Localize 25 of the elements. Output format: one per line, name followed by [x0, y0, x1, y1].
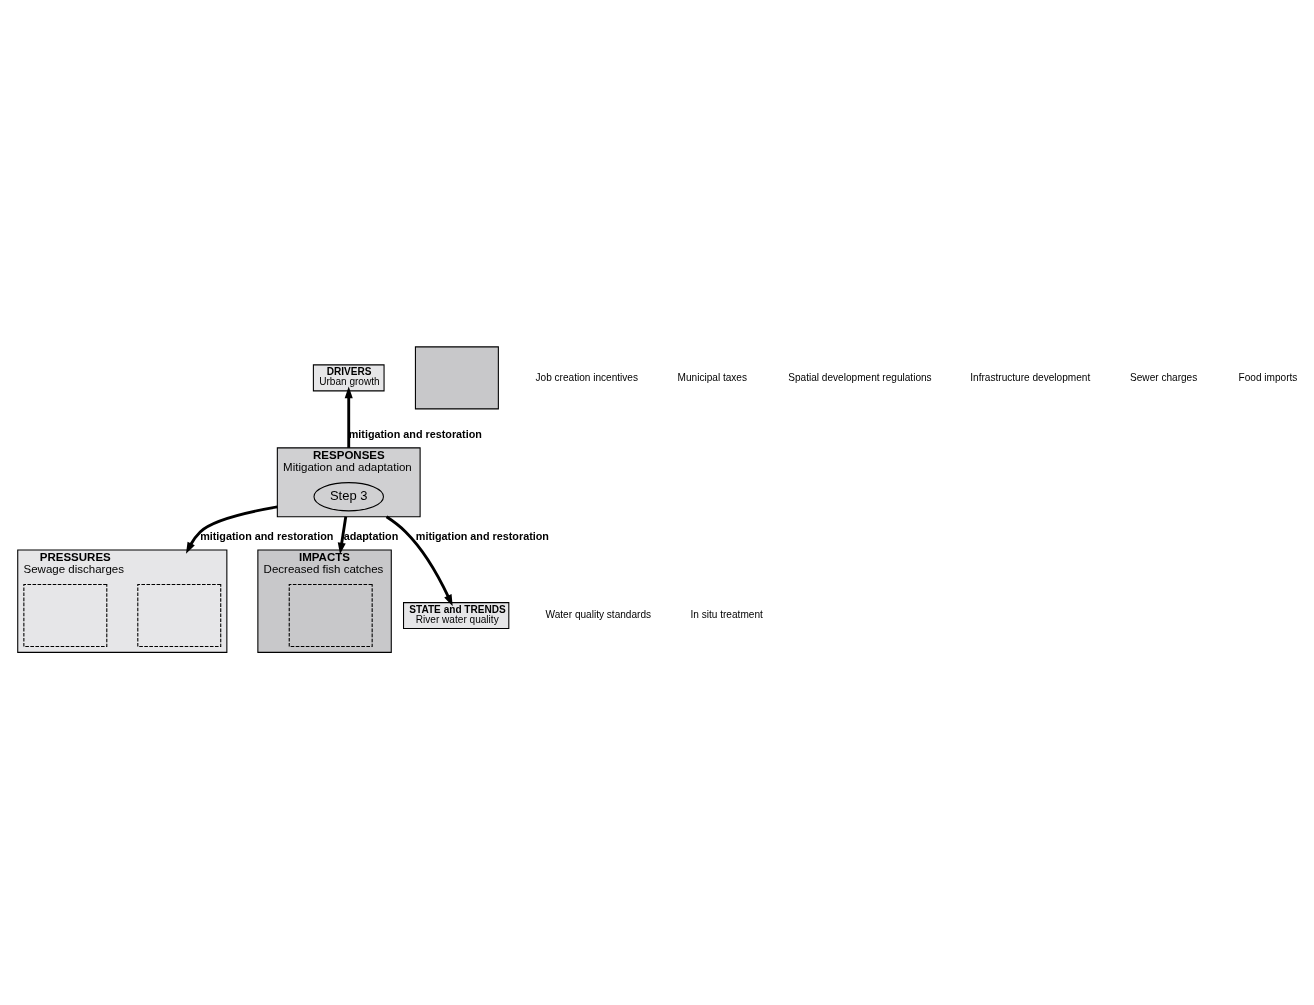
- label: Water quality standards: [545, 609, 652, 621]
- edge-label: mitigation and restoration: [348, 427, 482, 440]
- edge-label: mitigation and restoration: [200, 529, 334, 542]
- node-box: [414, 346, 499, 410]
- label: In situ treatment: [690, 609, 763, 621]
- node-ellipse: Step 3: [313, 482, 384, 512]
- node-box: STATE and TRENDS River water quality: [403, 602, 510, 630]
- label: Sewer charges: [1130, 371, 1198, 383]
- arrow: [186, 505, 278, 554]
- label: Job creation incentives: [535, 371, 639, 383]
- cluster: PRESSURES Sewage discharges: [17, 549, 228, 653]
- edge-label: mitigation and restoration: [415, 529, 549, 542]
- node-box: [137, 584, 222, 648]
- node-box: [288, 584, 373, 648]
- node-box: [23, 584, 108, 648]
- label: Spatial development regulations: [788, 371, 932, 383]
- edge-label: adaptation: [343, 529, 399, 542]
- label: Municipal taxes: [677, 371, 748, 383]
- cluster: IMPACTS Decreased fish catches: [257, 549, 392, 653]
- arrow: [337, 516, 348, 555]
- label: Food imports: [1238, 371, 1298, 383]
- arrow: [385, 515, 453, 607]
- node-box: DRIVERS Urban growth: [312, 364, 385, 392]
- label: Infrastructure development: [970, 371, 1091, 383]
- arrow: [344, 386, 353, 448]
